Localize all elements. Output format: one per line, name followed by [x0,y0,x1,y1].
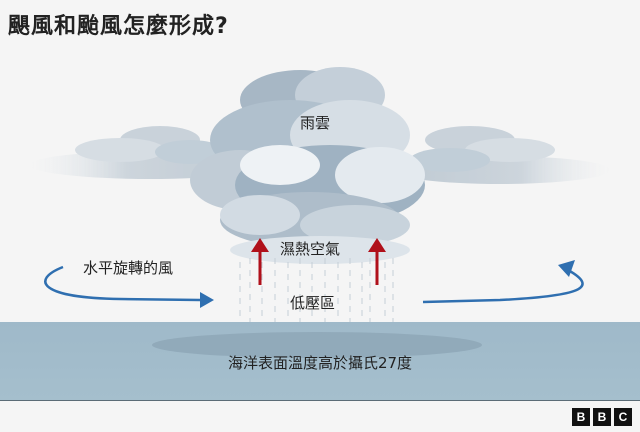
sea-temperature-label: 海洋表面溫度高於攝氏27度 [227,354,413,372]
bbc-logo: B B C [572,408,632,426]
sea-surface: 海洋表面溫度高於攝氏27度 [0,322,640,401]
rain-cloud-label: 雨雲 [300,114,331,132]
updraft-arrow-right [368,238,386,285]
right-cloud-layer [390,126,610,184]
wind-arrow-left [44,265,214,308]
logo-letter: C [614,408,632,426]
low-pressure-shadow [152,332,482,358]
logo-letter: B [593,408,611,426]
low-pressure-label: 低壓區 [290,294,336,312]
rain-cloud [190,67,425,264]
rain-streaks [239,258,394,322]
rotating-wind-label: 水平旋轉的風 [83,259,174,277]
warm-moist-air-label: 濕熱空氣 [280,240,341,258]
wind-arrow-right [422,260,584,304]
updraft-arrow-left [251,238,269,285]
diagram-title: 颶風和颱風怎麼形成? [8,14,229,39]
logo-letter: B [572,408,590,426]
